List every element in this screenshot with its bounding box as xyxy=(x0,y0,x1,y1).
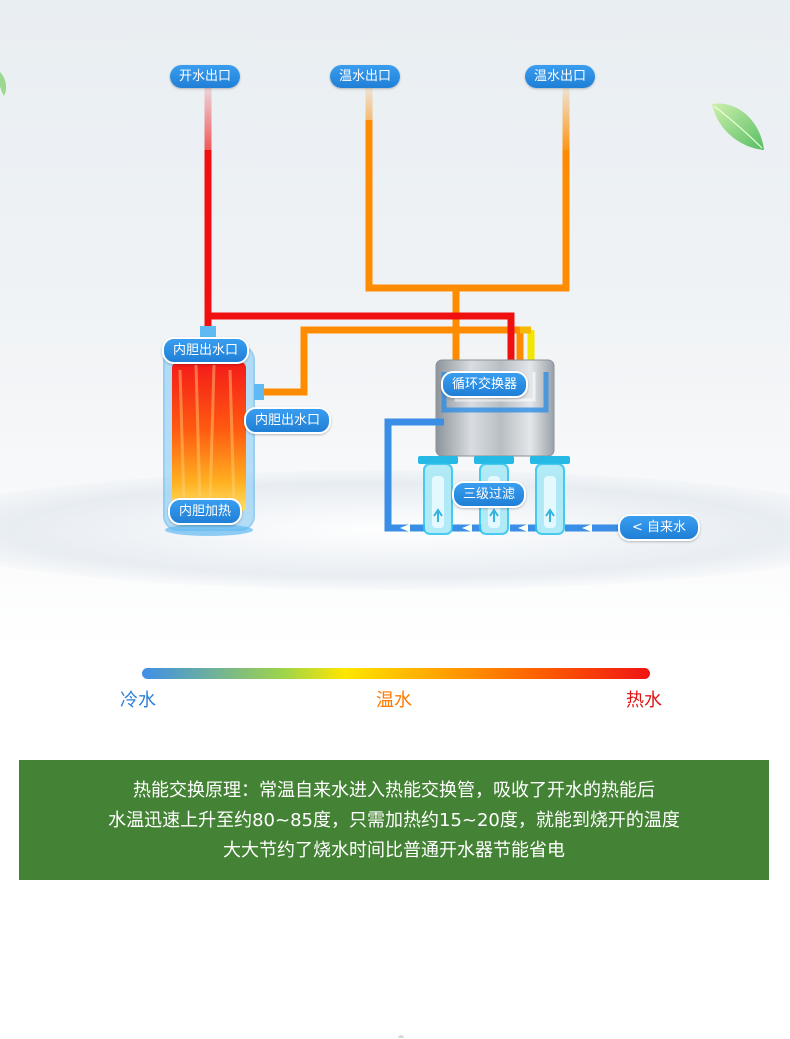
heat-exchanger-label: 循环交换器 xyxy=(441,371,529,398)
tap-water-label: < 自来水 xyxy=(618,514,701,541)
filter-cartridge xyxy=(418,456,458,535)
boiling-water-outlet-label: 开水出口 xyxy=(170,65,241,88)
filter-label: 三级过滤 xyxy=(452,481,527,508)
water-flow-diagram xyxy=(0,72,764,536)
arrow-left-icon xyxy=(582,524,592,532)
arrow-left-icon xyxy=(462,524,472,532)
description-line: 水温迅速上升至约80~85度，只需加热约15~20度，就能到烧开的温度 xyxy=(108,810,680,831)
warm-water-outlet-label: 温水出口 xyxy=(330,65,401,88)
warm-water-outlet-label: 温水出口 xyxy=(525,65,596,88)
filter-cartridge xyxy=(530,456,570,535)
diagram-stage: 开水出口 温水出口 温水出口 内胆出水口 内胆出水口 内胆加热 循环交换器 三级… xyxy=(0,0,790,650)
warm-pipe-manifold xyxy=(365,86,570,292)
water-tank xyxy=(163,326,264,536)
legend-cold-label: 冷水 xyxy=(120,690,156,711)
warm-pipe-loop xyxy=(262,326,524,396)
arrow-left-icon xyxy=(518,524,528,532)
principle-description-box: 热能交换原理：常温自来水进入热能交换管，吸收了开水的热能后 水温迅速上升至约80… xyxy=(19,760,769,880)
legend-warm-label: 温水 xyxy=(376,690,412,711)
leaf-icon xyxy=(712,103,764,150)
arrow-left-icon xyxy=(400,524,410,532)
tank-heating-label: 内胆加热 xyxy=(168,498,243,525)
decorative-dot xyxy=(398,1035,404,1038)
description-line: 大大节约了烧水时间比普通开水器节能省电 xyxy=(223,840,565,861)
legend-hot-label: 热水 xyxy=(626,690,662,711)
warm-pipes xyxy=(262,86,570,396)
description-line: 热能交换原理：常温自来水进入热能交换管，吸收了开水的热能后 xyxy=(133,780,655,801)
temperature-gradient-bar xyxy=(142,668,650,679)
tank-side-outlet-label: 内胆出水口 xyxy=(244,407,332,434)
leaf-icon xyxy=(0,72,7,96)
tank-top-outlet-label: 内胆出水口 xyxy=(162,337,250,364)
flow-arrows xyxy=(400,524,592,532)
